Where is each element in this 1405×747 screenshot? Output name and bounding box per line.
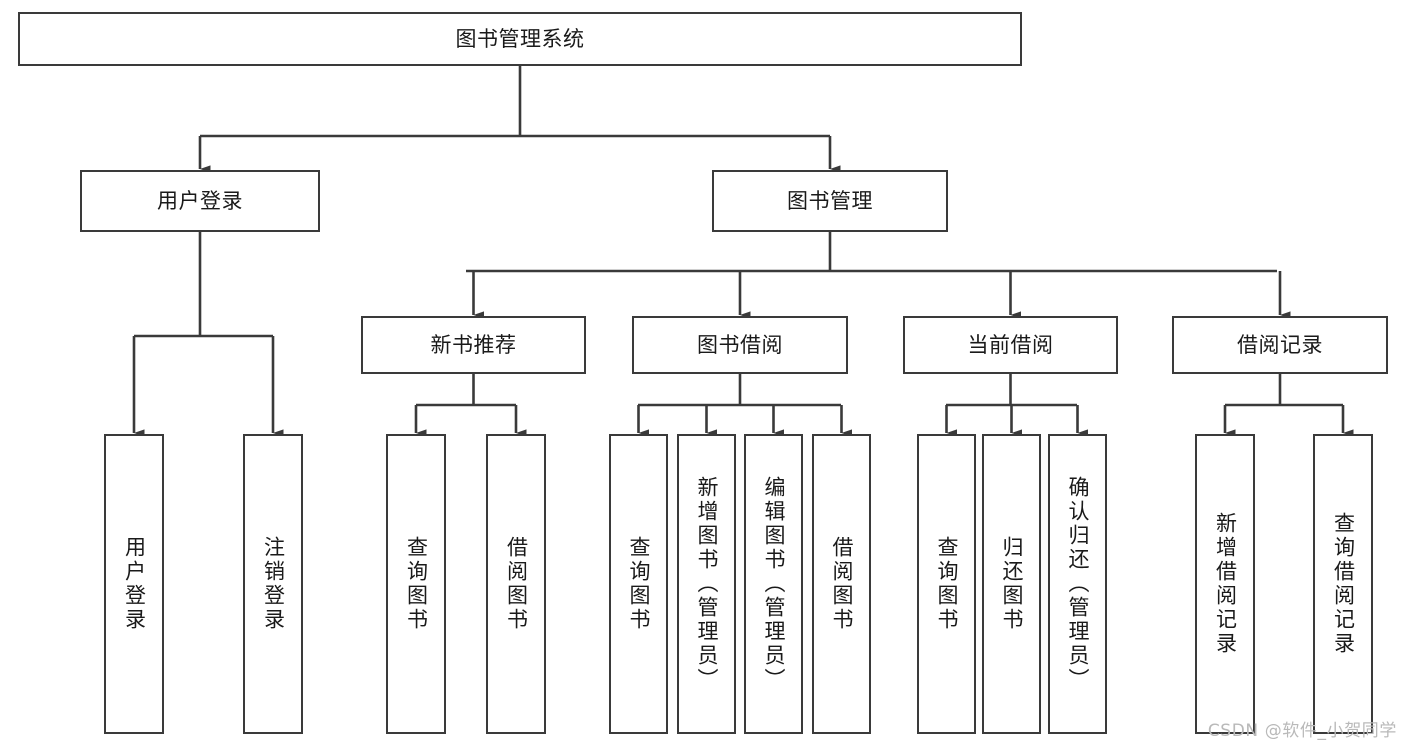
node-borrow-record[interactable]: 借阅记录 [1172,316,1388,374]
node-leaf-add-book[interactable]: 新增图书（管理员） [677,434,736,734]
node-root[interactable]: 图书管理系统 [18,12,1022,66]
node-current-borrow[interactable]: 当前借阅 [903,316,1118,374]
node-label: 借阅记录 [1237,332,1323,357]
node-label: 查询图书 [935,536,959,632]
node-leaf-edit-book[interactable]: 编辑图书（管理员） [744,434,803,734]
node-label: 查询借阅记录 [1331,512,1356,656]
node-label: 借阅图书 [830,536,854,632]
node-leaf-add-record[interactable]: 新增借阅记录 [1195,434,1255,734]
node-leaf-query-book-1[interactable]: 查询图书 [386,434,446,734]
node-book-borrow[interactable]: 图书借阅 [632,316,848,374]
node-leaf-query-book-3[interactable]: 查询图书 [917,434,976,734]
node-label: 用户登录 [122,536,147,632]
node-label: 图书借阅 [697,332,783,357]
node-label: 当前借阅 [967,332,1054,357]
node-leaf-user-login[interactable]: 用户登录 [104,434,164,734]
node-label: 用户登录 [157,188,243,213]
node-label: 查询图书 [404,536,429,632]
node-label: 查询图书 [627,536,651,632]
node-label: 归还图书 [1000,536,1024,632]
node-label: 新增借阅记录 [1213,512,1238,656]
node-leaf-borrow-book-2[interactable]: 借阅图书 [812,434,871,734]
node-label: 新增图书（管理员） [695,476,719,692]
node-user-login[interactable]: 用户登录 [80,170,320,232]
node-label: 注销登录 [261,536,286,632]
node-label: 图书管理系统 [455,26,585,51]
node-new-book-rec[interactable]: 新书推荐 [361,316,586,374]
node-leaf-confirm-return[interactable]: 确认归还（管理员） [1048,434,1107,734]
node-label: 新书推荐 [430,332,517,357]
node-leaf-return-book[interactable]: 归还图书 [982,434,1041,734]
node-label: 编辑图书（管理员） [762,476,786,692]
node-book-manage[interactable]: 图书管理 [712,170,948,232]
node-leaf-borrow-book-1[interactable]: 借阅图书 [486,434,546,734]
node-label: 确认归还（管理员） [1066,476,1090,692]
node-label: 借阅图书 [504,536,529,632]
node-leaf-query-record[interactable]: 查询借阅记录 [1313,434,1373,734]
node-leaf-user-logout[interactable]: 注销登录 [243,434,303,734]
node-label: 图书管理 [787,188,873,213]
node-leaf-query-book-2[interactable]: 查询图书 [609,434,668,734]
